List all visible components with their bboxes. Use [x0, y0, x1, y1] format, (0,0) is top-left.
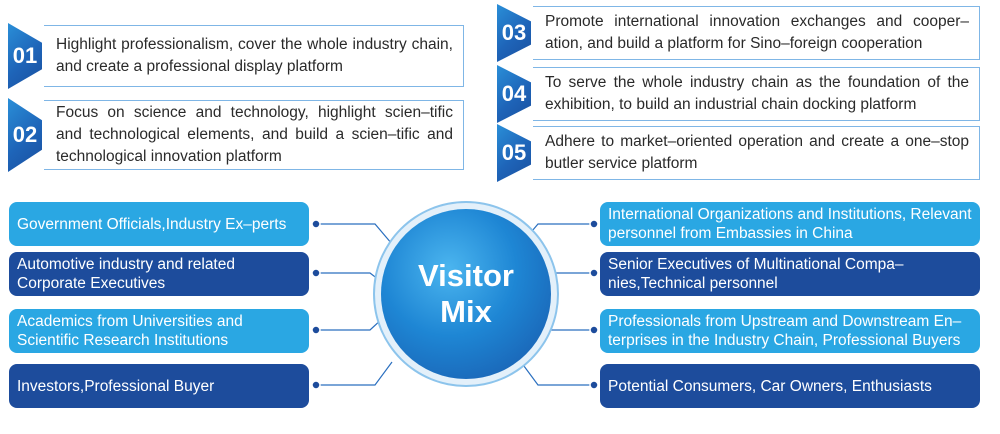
visitor-pill-potential-consumers: Potential Consumers, Car Owners, Enthusi… — [600, 364, 980, 408]
visitor-pill-international-organizations: International Organizations and Institut… — [600, 202, 980, 246]
visitor-label: Senior Executives of Multinational Compa… — [608, 256, 904, 292]
visitor-label: International Organizations and Institut… — [608, 206, 972, 242]
goal-text: Promote international innovation exchang… — [545, 13, 969, 52]
connector-dot — [311, 268, 321, 278]
goal-item-03: 03 Promote international innovation exch… — [497, 4, 980, 62]
visitor-label: Potential Consumers, Car Owners, Enthusi… — [608, 377, 932, 395]
goal-item-01: 01 Highlight professionalism, cover the … — [8, 23, 464, 89]
visitor-label: Professionals from Upstream and Downstre… — [608, 313, 962, 349]
connector-line — [316, 272, 384, 284]
goal-text: To serve the whole industry chain as the… — [545, 74, 969, 113]
goal-text-box: To serve the whole industry chain as the… — [533, 67, 980, 121]
goal-item-04: 04 To serve the whole industry chain as … — [497, 65, 980, 123]
visitor-pill-industry-professionals: Professionals from Upstream and Downstre… — [600, 309, 980, 353]
goal-text: Focus on science and technology, highlig… — [56, 104, 453, 165]
connector-line — [520, 361, 594, 386]
goal-text: Highlight professionalism, cover the who… — [56, 36, 453, 75]
goal-text: Adhere to market–oriented operation and … — [545, 133, 969, 172]
connector-dot — [589, 325, 599, 335]
connector-dot — [589, 380, 599, 390]
visitor-pill-academics: Academics from Universities and Scientif… — [9, 309, 309, 353]
connector-dot — [589, 268, 599, 278]
connector-dot — [311, 325, 321, 335]
visitor-mix-hub: Visitor Mix — [381, 209, 551, 379]
visitor-pill-multinational-executives: Senior Executives of Multinational Compa… — [600, 252, 980, 296]
connector-line — [316, 361, 393, 386]
hub-title-line2: Mix — [440, 294, 492, 329]
connector-line — [316, 223, 393, 245]
visitor-label: Automotive industry and related Corporat… — [17, 256, 235, 292]
goal-text-box: Focus on science and technology, highlig… — [44, 100, 464, 170]
visitor-label: Investors,Professional Buyer — [17, 377, 215, 395]
visitor-label: Government Officials,Industry Ex–perts — [17, 215, 287, 233]
goal-text-box: Adhere to market–oriented operation and … — [533, 126, 980, 180]
connector-line — [316, 317, 384, 331]
connector-dot — [311, 380, 321, 390]
goal-text-box: Promote international innovation exchang… — [533, 6, 980, 60]
visitor-pill-automotive-executives: Automotive industry and related Corporat… — [9, 252, 309, 296]
goal-item-02: 02 Focus on science and technology, high… — [8, 98, 464, 172]
goal-text-box: Highlight professionalism, cover the who… — [44, 25, 464, 87]
hub-title-line1: Visitor — [418, 258, 514, 293]
visitor-pill-government-officials: Government Officials,Industry Ex–perts — [9, 202, 309, 246]
visitor-label: Academics from Universities and Scientif… — [17, 313, 243, 349]
connector-dot — [589, 219, 599, 229]
connector-dot — [311, 219, 321, 229]
goal-item-05: 05 Adhere to market–oriented operation a… — [497, 124, 980, 182]
visitor-pill-investors: Investors,Professional Buyer — [9, 364, 309, 408]
